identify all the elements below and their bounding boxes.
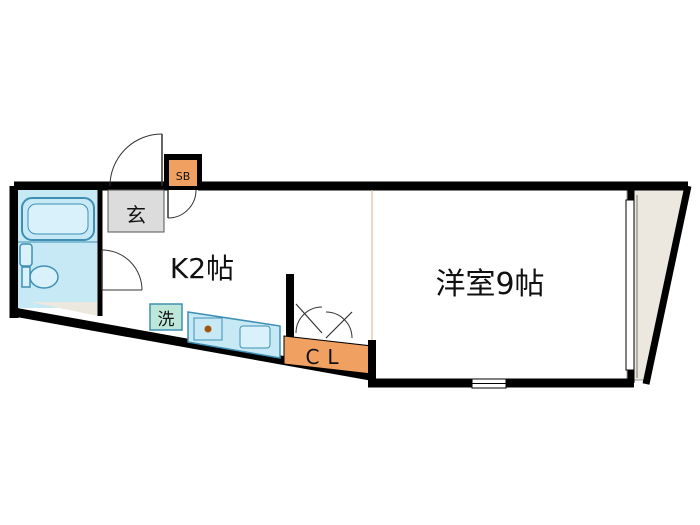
entrance-label: 玄 [126, 203, 146, 227]
bathroom-corner [30, 302, 98, 316]
toilet-icon [29, 265, 59, 289]
toilet-tank [21, 266, 31, 288]
western-room-label: 洋室9帖 [435, 267, 544, 302]
sink-icon [239, 325, 271, 349]
bathroom-door-swing [101, 249, 143, 291]
shoe-box [169, 160, 197, 186]
kitchen-label: K2帖 [170, 252, 234, 285]
washbasin [19, 243, 33, 267]
washer-space [149, 303, 183, 331]
bathtub-inner [27, 203, 89, 235]
entrance-floor [107, 189, 165, 233]
closet-door-left [295, 303, 323, 334]
inner-door-swing [167, 189, 197, 219]
balcony-wall [642, 185, 692, 385]
burner-icon [204, 325, 212, 333]
entrance-door-swing [109, 133, 163, 187]
closet-door-right [325, 311, 353, 339]
closet-label: CL [305, 345, 346, 369]
window-balcony [625, 199, 635, 371]
shoe-box-label: SB [176, 170, 191, 183]
washer-label: 洗 [158, 310, 175, 330]
closet-door-left-swing [295, 306, 323, 334]
